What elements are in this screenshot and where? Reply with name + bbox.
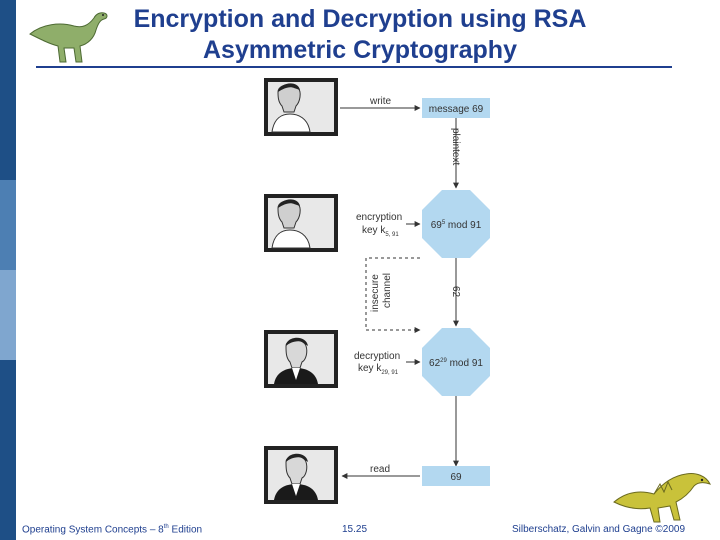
dinosaur-icon — [29, 12, 108, 63]
insecure-channel-bracket — [365, 257, 421, 333]
result-box — [422, 466, 490, 486]
result-label: 69 — [450, 472, 462, 483]
person-icon-sender-encrypt — [263, 193, 339, 253]
footer-book-title: Operating System Concepts – 8 — [22, 524, 164, 536]
sidebar-segment-2 — [0, 180, 16, 270]
title-line-1: Encryption and Decryption using RSA — [133, 5, 587, 33]
ciphertext-label: 62 — [450, 286, 461, 298]
title-underline — [36, 66, 672, 68]
decryption-key-label: key k29, 91 — [358, 363, 399, 376]
sidebar-segment-4 — [0, 360, 16, 540]
message-label: message 69 — [429, 104, 484, 115]
decryption-label: decryption — [354, 351, 400, 362]
insecure-channel-label-2: channel — [382, 273, 393, 308]
footer-page-number: 15.25 — [342, 524, 368, 535]
dragon-icon — [613, 473, 711, 523]
write-label: write — [369, 96, 392, 107]
encryption-expression: 695 mod 91 — [431, 220, 482, 231]
decryption-octagon — [422, 328, 490, 396]
title-line-2: Asymmetric Cryptography — [203, 36, 517, 64]
footer-edition-sup: th — [163, 524, 169, 530]
footer-copyright: Silberschatz, Galvin and Gagne ©2009 — [512, 524, 686, 535]
sidebar-segment-1 — [0, 0, 16, 180]
person-icon-receiver-read — [263, 445, 339, 505]
insecure-channel-label-1: insecure — [370, 274, 381, 312]
footer-left: Operating System Concepts – 8th Edition — [22, 524, 202, 535]
sidebar-segment-3 — [0, 270, 16, 360]
plaintext-label: plaintext — [450, 128, 461, 165]
person-icon-receiver-decrypt — [263, 329, 339, 389]
encryption-key-label: key k5, 91 — [362, 225, 399, 238]
slide-title: Encryption and Decryption using RSA Asym… — [60, 4, 660, 66]
read-label: read — [370, 464, 390, 475]
encryption-label: encryption — [356, 212, 402, 223]
message-box — [422, 98, 490, 118]
encryption-octagon — [422, 190, 490, 258]
footer-edition: Edition — [168, 524, 203, 536]
person-icon-sender-write — [263, 77, 339, 137]
decryption-expression: 6229 mod 91 — [429, 358, 483, 369]
